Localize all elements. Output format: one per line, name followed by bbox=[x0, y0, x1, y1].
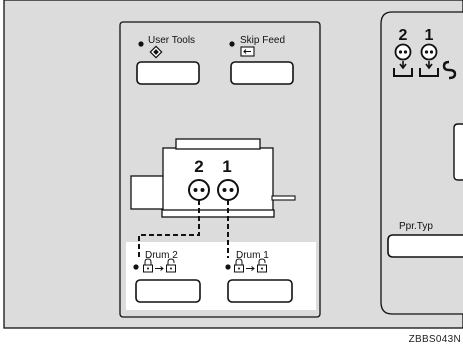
right-cut-glyph bbox=[442, 60, 457, 80]
machine-illustration bbox=[130, 138, 296, 218]
drum-1-number: 1 bbox=[222, 157, 231, 176]
drum-1-unlock-icon bbox=[234, 258, 267, 273]
user-tools-icon bbox=[149, 45, 163, 59]
paper-type-button[interactable] bbox=[387, 234, 463, 258]
right-drum-1-icon bbox=[419, 43, 439, 77]
drum-1-icon bbox=[217, 179, 239, 201]
right-drum-2-number: 2 bbox=[399, 27, 408, 44]
skip-feed-indicator bbox=[229, 41, 235, 47]
drum-2-icon bbox=[188, 179, 210, 201]
drum-2-connector bbox=[138, 200, 200, 258]
drum-1-indicator bbox=[225, 264, 231, 270]
drum-2-button[interactable] bbox=[135, 279, 201, 303]
drum-2-indicator bbox=[133, 264, 139, 270]
drum-2-number: 2 bbox=[194, 157, 203, 176]
user-tools-indicator bbox=[138, 41, 144, 47]
right-panel bbox=[380, 11, 463, 315]
skip-feed-button[interactable] bbox=[230, 61, 294, 85]
display-window bbox=[453, 123, 463, 181]
skip-feed-icon bbox=[240, 46, 255, 57]
drum-1-button[interactable] bbox=[227, 279, 293, 303]
figure-code: ZBBS043N bbox=[408, 334, 461, 345]
drum-1-label: Drum 1 bbox=[236, 250, 269, 261]
user-tools-button[interactable] bbox=[136, 61, 200, 85]
right-drum-2-icon bbox=[393, 43, 413, 77]
drum-2-unlock-icon bbox=[143, 258, 176, 273]
drum-2-label: Drum 2 bbox=[145, 250, 178, 261]
user-tools-label: User Tools bbox=[148, 35, 195, 46]
skip-feed-label: Skip Feed bbox=[240, 35, 285, 46]
paper-type-label: Ppr.Typ bbox=[399, 221, 433, 232]
right-drum-1-number: 1 bbox=[425, 27, 434, 44]
